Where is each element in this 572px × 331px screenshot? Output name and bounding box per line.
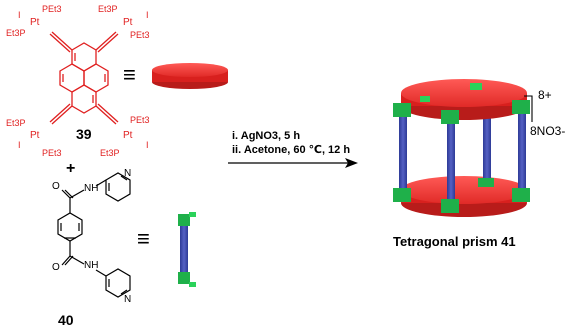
pt-label-bottom-left-metal: Pt: [30, 130, 40, 141]
pt-label-bottom-left-et3p: Et3P: [6, 118, 26, 128]
condition-step-1: i. AgNO3, 5 h: [232, 130, 301, 142]
pt-label-bottom-right-pet3: PEt3: [130, 115, 150, 125]
compound-number-39: 39: [76, 126, 92, 142]
pyridyl-amide-structure: [57, 172, 131, 298]
atom-nh-top: NH: [84, 183, 99, 194]
product-name: Tetragonal prism 41: [393, 234, 516, 249]
prism-pillar-right: [518, 112, 526, 190]
compound-number-40: 40: [58, 312, 74, 328]
atom-nh-bottom: NH: [84, 260, 99, 271]
prism-pillar-left: [399, 115, 407, 190]
tetragonal-prism-graphic: [393, 79, 530, 217]
prism-bottom-disk: [401, 176, 527, 217]
pt-label-top-left-metal: Pt: [30, 17, 40, 28]
condition-step-2: ii. Acetone, 60 ℃, 12 h: [232, 144, 351, 156]
pillar-ligand-icon: [178, 212, 196, 287]
pyrene-tetraplatinum-structure: [49, 31, 119, 125]
pt-label-bottom-left-pet3: PEt3: [42, 148, 62, 158]
atom-oxygen-bottom: O: [52, 262, 60, 273]
pt-label-top-right-pet3: PEt3: [130, 30, 150, 40]
equivalence-symbol-1: ≡: [123, 62, 136, 87]
pt-label-top-right-metal: Pt: [123, 17, 133, 28]
prism-pillar-front: [447, 122, 455, 202]
plus-sign: +: [66, 160, 76, 177]
atom-n-ring-bottom: N: [124, 294, 132, 305]
pt-label-top-left-iodide: I: [18, 10, 21, 20]
pt-label-bottom-right-metal: Pt: [123, 130, 133, 141]
prism-top-disk: [401, 79, 527, 120]
pt-label-top-right-iodide: I: [146, 10, 149, 20]
atom-oxygen-top: O: [52, 181, 60, 192]
pt-label-bottom-right-et3p: Et3P: [100, 148, 120, 158]
product-charge: 8+: [538, 88, 552, 102]
pt-label-top-right-et3p: Et3P: [98, 4, 118, 14]
atom-n-ring-top: N: [124, 168, 132, 179]
charge-bracket: [524, 95, 533, 122]
pt-label-bottom-left-iodide: I: [18, 140, 21, 150]
product-counterion: 8NO3-: [530, 124, 566, 138]
equivalence-symbol-2: ≡: [137, 226, 150, 251]
pyrene-disk-icon: [152, 63, 228, 89]
pt-label-top-left-et3p: Et3P: [6, 28, 26, 38]
pt-label-bottom-right-iodide: I: [146, 140, 149, 150]
pt-label-top-left-pet3: PEt3: [42, 4, 62, 14]
reaction-arrow: [228, 158, 358, 168]
prism-pillar-back: [483, 103, 491, 181]
